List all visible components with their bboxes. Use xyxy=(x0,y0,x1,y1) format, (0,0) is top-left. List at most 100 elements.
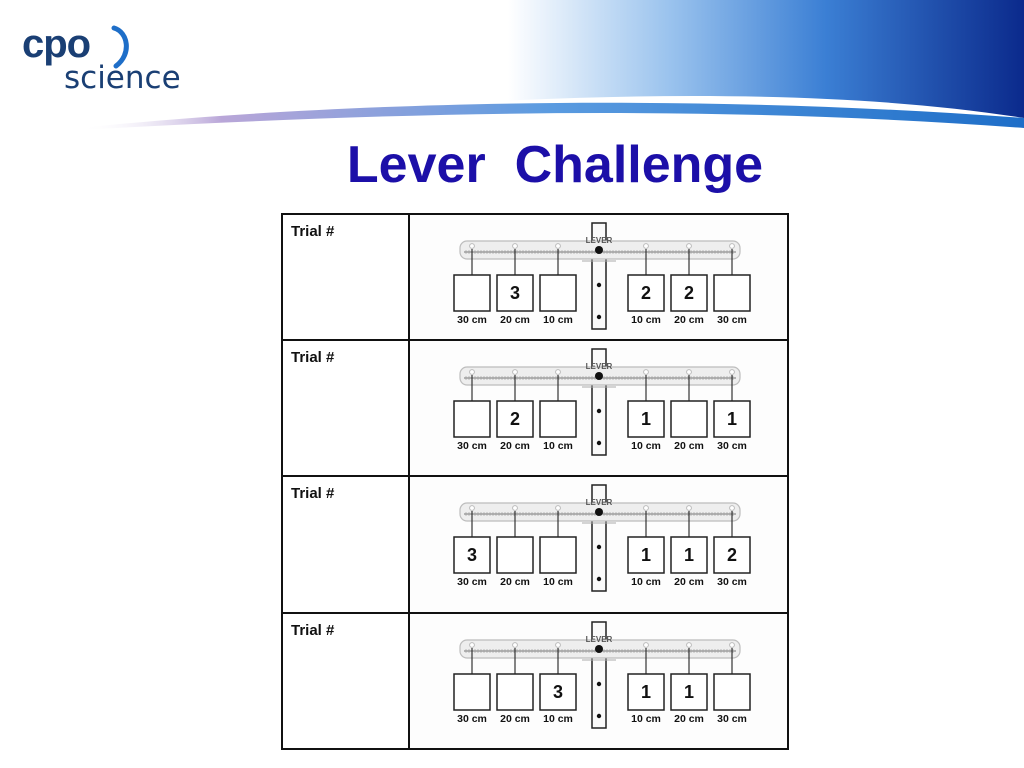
weight-count: 2 xyxy=(510,409,520,429)
weight-box xyxy=(539,400,577,438)
beam-hole xyxy=(555,369,561,375)
page-title: Lever Challenge xyxy=(346,136,764,194)
pivot-point xyxy=(595,645,603,653)
weight-count: 1 xyxy=(727,409,737,429)
beam-hole xyxy=(469,243,475,249)
position-label: 20 cm xyxy=(674,314,704,326)
pivot-point xyxy=(595,372,603,380)
weight-box xyxy=(539,274,577,312)
stand-dot xyxy=(596,713,602,719)
lever-brand-text: LEVER xyxy=(586,362,613,371)
trial-label: Trial # xyxy=(291,622,335,639)
weight-count: 1 xyxy=(684,545,694,565)
beam-hole xyxy=(512,642,518,648)
position-label: 10 cm xyxy=(631,440,661,452)
beam-hole xyxy=(686,505,692,511)
position-label: 30 cm xyxy=(457,314,487,326)
weight-box xyxy=(453,536,491,574)
beam-hole xyxy=(512,369,518,375)
weight-box xyxy=(496,673,534,711)
weight-box xyxy=(453,400,491,438)
position-label: 30 cm xyxy=(717,576,747,588)
beam-hole xyxy=(512,505,518,511)
stand-dot xyxy=(596,282,602,288)
weight-box xyxy=(670,673,708,711)
beam-hole xyxy=(469,505,475,511)
beam-hole xyxy=(729,369,735,375)
position-label: 20 cm xyxy=(674,576,704,588)
position-label: 30 cm xyxy=(457,440,487,452)
weight-count: 2 xyxy=(641,283,651,303)
stand-dot xyxy=(596,576,602,582)
trials-table: Trial # LEVER 30 cm 3 20 cm 10 cm 2 10 cm 2 20 cm… xyxy=(281,213,789,750)
position-label: 10 cm xyxy=(631,713,661,725)
position-label: 10 cm xyxy=(543,314,573,326)
position-label: 20 cm xyxy=(674,440,704,452)
weight-count: 1 xyxy=(641,545,651,565)
weight-count: 1 xyxy=(641,409,651,429)
trial-label: Trial # xyxy=(291,485,335,502)
trial-row: Trial # LEVER 30 cm 2 20 cm 10 cm 1 10 cm 20 cm 1… xyxy=(283,341,787,477)
weight-count: 3 xyxy=(510,283,520,303)
weight-box xyxy=(670,400,708,438)
trial-cell: Trial # xyxy=(283,215,410,339)
position-label: 10 cm xyxy=(631,576,661,588)
position-label: 20 cm xyxy=(500,440,530,452)
weight-box xyxy=(496,536,534,574)
position-label: 30 cm xyxy=(457,576,487,588)
position-label: 20 cm xyxy=(500,314,530,326)
lever-brand-text: LEVER xyxy=(586,498,613,507)
weight-box xyxy=(453,274,491,312)
logo-cpo-text: cpo xyxy=(22,22,91,66)
position-label: 20 cm xyxy=(500,713,530,725)
logo-science-text: science xyxy=(64,60,181,96)
weight-box xyxy=(670,536,708,574)
weight-box xyxy=(713,536,751,574)
weight-box xyxy=(627,400,665,438)
lever-brand-text: LEVER xyxy=(586,236,613,245)
weight-count: 2 xyxy=(727,545,737,565)
trial-cell: Trial # xyxy=(283,341,410,475)
trial-cell: Trial # xyxy=(283,477,410,612)
beam-hole xyxy=(555,243,561,249)
header-band xyxy=(80,0,1024,130)
beam-hole xyxy=(643,505,649,511)
position-label: 20 cm xyxy=(500,576,530,588)
beam-hole xyxy=(729,505,735,511)
position-label: 10 cm xyxy=(543,440,573,452)
beam-hole xyxy=(643,369,649,375)
position-label: 30 cm xyxy=(457,713,487,725)
weight-box xyxy=(539,673,577,711)
beam-hole xyxy=(729,642,735,648)
weight-box xyxy=(627,274,665,312)
weight-box xyxy=(496,274,534,312)
beam-hole xyxy=(555,642,561,648)
weight-count: 3 xyxy=(553,682,563,702)
weight-box xyxy=(713,673,751,711)
beam-hole xyxy=(512,243,518,249)
beam-hole xyxy=(469,369,475,375)
weight-count: 2 xyxy=(684,283,694,303)
weight-count: 1 xyxy=(684,682,694,702)
beam-hole xyxy=(686,243,692,249)
stand-dot xyxy=(596,440,602,446)
beam-hole xyxy=(555,505,561,511)
lever-brand-text: LEVER xyxy=(586,635,613,644)
trial-cell: Trial # xyxy=(283,614,410,748)
weight-box xyxy=(453,673,491,711)
position-label: 30 cm xyxy=(717,713,747,725)
stand-dot xyxy=(596,544,602,550)
beam-hole xyxy=(469,642,475,648)
position-label: 20 cm xyxy=(674,713,704,725)
weight-box xyxy=(713,274,751,312)
weight-count: 1 xyxy=(641,682,651,702)
logo-arc-icon xyxy=(111,25,129,69)
